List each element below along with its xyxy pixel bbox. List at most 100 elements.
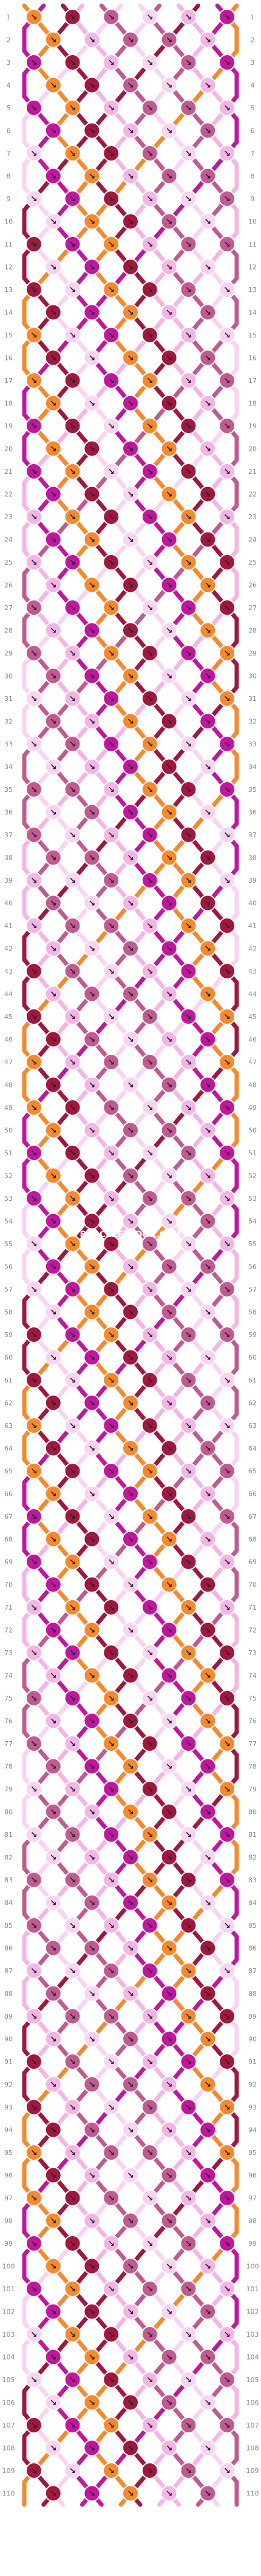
knot[interactable]: ↘ xyxy=(64,1508,81,1525)
knot[interactable]: ↘ xyxy=(141,917,158,934)
knot[interactable]: ↘ xyxy=(103,190,120,207)
knot[interactable]: ↘ xyxy=(199,803,217,821)
knot[interactable]: ↘ xyxy=(25,1099,42,1116)
knot[interactable]: ↘ xyxy=(25,1781,42,1798)
knot[interactable]: ↘ xyxy=(141,1917,158,1934)
knot[interactable]: ↘ xyxy=(199,1394,217,1412)
knot[interactable]: ↘ xyxy=(103,236,120,253)
knot[interactable]: ↘ xyxy=(180,2144,197,2161)
knot[interactable]: ↘ xyxy=(141,1553,158,1570)
knot[interactable]: ↘ xyxy=(103,2371,120,2388)
knot[interactable]: ↘ xyxy=(122,2166,139,2184)
knot[interactable]: ↘ xyxy=(219,645,236,662)
knot[interactable]: ↘ xyxy=(64,735,81,752)
knot[interactable]: ↘ xyxy=(44,849,62,866)
knot[interactable]: ↘ xyxy=(122,2303,139,2320)
knot[interactable]: ↘ xyxy=(122,1258,139,1275)
knot[interactable]: ↘ xyxy=(160,213,178,230)
knot[interactable]: ↘ xyxy=(141,1144,158,1161)
knot[interactable]: ↘ xyxy=(122,1394,139,1412)
knot[interactable]: ↘ xyxy=(64,1553,81,1570)
knot[interactable]: ↘ xyxy=(141,2462,158,2479)
knot[interactable]: ↘ xyxy=(64,1735,81,1752)
knot[interactable]: ↘ xyxy=(160,1621,178,1639)
knot[interactable]: ↘ xyxy=(160,1394,178,1412)
knot[interactable]: ↘ xyxy=(180,236,197,253)
knot[interactable]: ↘ xyxy=(122,1985,139,2002)
knot[interactable]: ↘ xyxy=(180,1644,197,1661)
knot[interactable]: ↘ xyxy=(199,2348,217,2366)
knot[interactable]: ↘ xyxy=(199,758,217,775)
knot[interactable]: ↘ xyxy=(160,167,178,185)
knot[interactable]: ↘ xyxy=(64,1144,81,1161)
knot[interactable]: ↘ xyxy=(103,1599,120,1616)
knot[interactable]: ↘ xyxy=(199,2076,217,2093)
knot[interactable]: ↘ xyxy=(122,2121,139,2139)
knot[interactable]: ↘ xyxy=(199,1121,217,1139)
knot[interactable]: ↘ xyxy=(199,31,217,48)
knot[interactable]: ↘ xyxy=(122,213,139,230)
knot[interactable]: ↘ xyxy=(180,1281,197,1298)
knot[interactable]: ↘ xyxy=(103,281,120,298)
knot[interactable]: ↘ xyxy=(83,1394,101,1412)
knot[interactable]: ↘ xyxy=(219,1826,236,1843)
knot[interactable]: ↘ xyxy=(44,712,62,730)
knot[interactable]: ↘ xyxy=(180,690,197,707)
knot[interactable]: ↘ xyxy=(199,1212,217,1230)
knot[interactable]: ↘ xyxy=(199,1621,217,1639)
knot[interactable]: ↘ xyxy=(141,2053,158,2070)
knot[interactable]: ↘ xyxy=(199,1485,217,1502)
knot[interactable]: ↘ xyxy=(160,1848,178,1866)
knot[interactable]: ↘ xyxy=(25,963,42,980)
knot[interactable]: ↘ xyxy=(180,1781,197,1798)
knot[interactable]: ↘ xyxy=(64,145,81,162)
knot[interactable]: ↘ xyxy=(219,917,236,934)
knot[interactable]: ↘ xyxy=(122,1621,139,1639)
knot[interactable]: ↘ xyxy=(103,1644,120,1661)
knot[interactable]: ↘ xyxy=(44,122,62,139)
knot[interactable]: ↘ xyxy=(219,1781,236,1798)
knot[interactable]: ↘ xyxy=(64,872,81,889)
knot[interactable]: ↘ xyxy=(103,1962,120,1979)
knot[interactable]: ↘ xyxy=(83,1031,101,1048)
knot[interactable]: ↘ xyxy=(44,2166,62,2184)
knot[interactable]: ↘ xyxy=(199,2303,217,2320)
knot[interactable]: ↘ xyxy=(44,1985,62,2002)
knot[interactable]: ↘ xyxy=(141,54,158,71)
knot[interactable]: ↘ xyxy=(180,1690,197,1707)
knot[interactable]: ↘ xyxy=(160,1758,178,1775)
knot[interactable]: ↘ xyxy=(141,872,158,889)
knot[interactable]: ↘ xyxy=(64,963,81,980)
knot[interactable]: ↘ xyxy=(44,2439,62,2457)
knot[interactable]: ↘ xyxy=(44,531,62,548)
knot[interactable]: ↘ xyxy=(64,508,81,525)
knot[interactable]: ↘ xyxy=(141,190,158,207)
knot[interactable]: ↘ xyxy=(103,2008,120,2025)
knot[interactable]: ↘ xyxy=(25,2189,42,2206)
knot[interactable]: ↘ xyxy=(25,1644,42,1661)
knot[interactable]: ↘ xyxy=(103,2280,120,2297)
knot[interactable]: ↘ xyxy=(141,1826,158,1843)
knot[interactable]: ↘ xyxy=(103,1326,120,1343)
knot[interactable]: ↘ xyxy=(25,1508,42,1525)
knot[interactable]: ↘ xyxy=(83,2076,101,2093)
knot[interactable]: ↘ xyxy=(122,1031,139,1048)
knot[interactable]: ↘ xyxy=(160,2439,178,2457)
knot[interactable]: ↘ xyxy=(219,2144,236,2161)
knot[interactable]: ↘ xyxy=(122,2030,139,2048)
knot[interactable]: ↘ xyxy=(83,803,101,821)
knot[interactable]: ↘ xyxy=(44,485,62,503)
knot[interactable]: ↘ xyxy=(199,1758,217,1775)
knot[interactable]: ↘ xyxy=(141,1962,158,1979)
knot[interactable]: ↘ xyxy=(180,826,197,843)
knot[interactable]: ↘ xyxy=(44,2121,62,2139)
knot[interactable]: ↘ xyxy=(141,145,158,162)
knot[interactable]: ↘ xyxy=(83,2394,101,2411)
knot[interactable]: ↘ xyxy=(122,2439,139,2457)
knot[interactable]: ↘ xyxy=(83,1758,101,1775)
knot[interactable]: ↘ xyxy=(83,667,101,685)
knot[interactable]: ↘ xyxy=(103,327,120,344)
knot[interactable]: ↘ xyxy=(103,917,120,934)
knot[interactable]: ↘ xyxy=(122,76,139,94)
knot[interactable]: ↘ xyxy=(25,145,42,162)
